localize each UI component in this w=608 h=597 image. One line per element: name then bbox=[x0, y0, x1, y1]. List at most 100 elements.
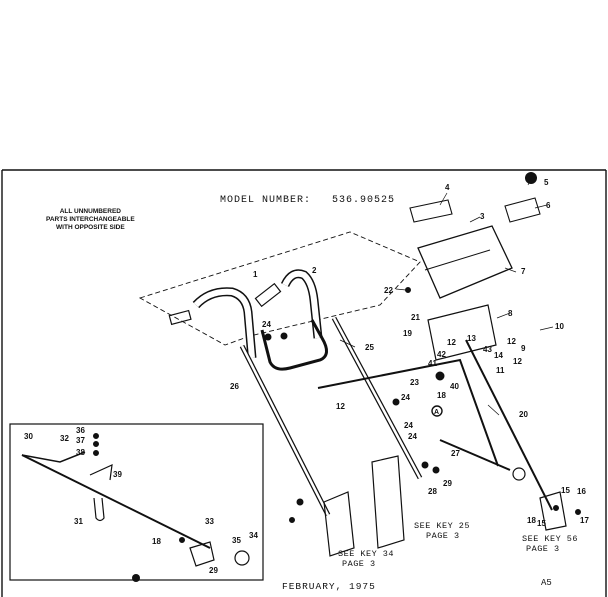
inset-nut-37 bbox=[93, 441, 99, 447]
see-key-34-text: SEE KEY 34 bbox=[338, 549, 395, 559]
footer-page-id: A5 bbox=[541, 578, 552, 588]
callout-18a: 18 bbox=[527, 516, 536, 525]
callout-12a: 12 bbox=[447, 338, 456, 347]
callout-41: 41 bbox=[428, 359, 437, 368]
linkage-rod-lower bbox=[439, 439, 511, 471]
callout-16: 16 bbox=[577, 487, 586, 496]
linkage-rod bbox=[317, 358, 499, 467]
inset-callout-31: 31 bbox=[74, 517, 83, 526]
model-number-line: MODEL NUMBER: 536.90525 bbox=[220, 196, 395, 206]
callout-15b: 15 bbox=[537, 519, 546, 528]
note-line-1: ALL UNNUMBERED bbox=[59, 208, 121, 215]
bolt-24a bbox=[264, 333, 272, 341]
callout-22: 22 bbox=[384, 286, 393, 295]
callout-12d: 12 bbox=[507, 337, 516, 346]
callout-11: 11 bbox=[496, 366, 505, 375]
lower-handle-rod-inner bbox=[240, 345, 330, 516]
nut-29 bbox=[432, 466, 440, 474]
bolt-12 bbox=[392, 398, 400, 406]
callout-9: 9 bbox=[521, 344, 526, 353]
note-line-3: WITH OPPOSITE SIDE bbox=[56, 224, 125, 231]
callout-18b: 18 bbox=[437, 391, 446, 400]
right-handle-tube-inner bbox=[282, 270, 321, 339]
callout-43: 43 bbox=[483, 345, 492, 354]
callout-26: 26 bbox=[230, 382, 239, 391]
inset-nut-38 bbox=[93, 450, 99, 456]
note-line-2: PARTS INTERCHANGEABLE bbox=[46, 216, 135, 223]
inset-bracket-33 bbox=[189, 541, 215, 567]
callout-5: 5 bbox=[544, 178, 549, 187]
rod-end-knob bbox=[512, 467, 526, 481]
inset-callout-33: 33 bbox=[205, 517, 214, 526]
see-key-25-page: PAGE 3 bbox=[426, 531, 460, 541]
bolt-left-2 bbox=[289, 517, 295, 523]
callout-24d: 24 bbox=[404, 421, 413, 430]
inset-nut-36 bbox=[93, 433, 99, 439]
inset-callout-36: 36 bbox=[76, 426, 85, 435]
see-key-25-ref: SEE KEY 25 PAGE 3 bbox=[414, 521, 470, 541]
inset-callout-39: 39 bbox=[113, 470, 122, 479]
callout-10: 10 bbox=[555, 322, 564, 331]
inset-callout-29: 29 bbox=[209, 566, 218, 575]
callout-13: 13 bbox=[467, 334, 476, 343]
pin-40 bbox=[435, 371, 445, 381]
bracket-21 bbox=[427, 304, 497, 361]
see-key-56-ref: SEE KEY 56 PAGE 3 bbox=[522, 534, 578, 554]
inset-callout-34: 34 bbox=[249, 531, 258, 540]
nut-17 bbox=[575, 509, 581, 515]
callout-20: 20 bbox=[519, 410, 528, 419]
grip-2 bbox=[168, 309, 192, 326]
bolt-left bbox=[296, 498, 304, 506]
handle-rod-25-inner bbox=[332, 317, 422, 479]
footer-date: FEBRUARY, 1975 bbox=[282, 581, 376, 592]
callout-27: 27 bbox=[451, 449, 460, 458]
bolt-22 bbox=[405, 287, 411, 293]
callout-12b: 12 bbox=[336, 402, 345, 411]
bolt-24b bbox=[421, 461, 429, 469]
callout-6: 6 bbox=[546, 201, 551, 210]
end-bracket bbox=[539, 491, 567, 531]
inset-callout-30: 30 bbox=[24, 432, 33, 441]
callout-21: 21 bbox=[411, 313, 420, 322]
marker-A-letter: A bbox=[434, 409, 439, 416]
callout-1: 1 bbox=[253, 270, 258, 279]
callout-15a: 15 bbox=[561, 486, 570, 495]
nut-18a bbox=[280, 332, 288, 340]
callout-24c: 24 bbox=[408, 432, 417, 441]
inset-callout-35: 35 bbox=[232, 536, 241, 545]
see-key-34-ref: SEE KEY 34 PAGE 3 bbox=[338, 549, 394, 569]
callout-14: 14 bbox=[494, 351, 503, 360]
see-key-34-page: PAGE 3 bbox=[342, 559, 376, 569]
callout-19: 19 bbox=[403, 329, 412, 338]
part-6 bbox=[504, 197, 541, 223]
interchangeable-note: ALL UNNUMBERED PARTS INTERCHANGEABLE WIT… bbox=[46, 208, 135, 232]
inset-bracket-39 bbox=[89, 464, 113, 481]
nut-15 bbox=[553, 505, 559, 511]
see-key-56-text: SEE KEY 56 bbox=[522, 534, 579, 544]
reference-plane-outline bbox=[138, 231, 421, 346]
inset-box bbox=[9, 423, 264, 581]
callout-24a: 24 bbox=[262, 320, 271, 329]
callout-28: 28 bbox=[428, 487, 437, 496]
callout-42: 42 bbox=[437, 350, 446, 359]
inset-knob-34 bbox=[234, 550, 250, 566]
inset-callout-37: 37 bbox=[76, 436, 85, 445]
control-panel-slot bbox=[424, 249, 491, 271]
inset-bolt-18 bbox=[179, 537, 185, 543]
marker-circle bbox=[132, 574, 140, 582]
callout-24b: 24 bbox=[401, 393, 410, 402]
model-label: MODEL NUMBER: bbox=[220, 195, 312, 206]
inset-clip-31 bbox=[93, 497, 105, 522]
cover-piece-34 bbox=[323, 491, 355, 557]
callout-4: 4 bbox=[445, 183, 450, 192]
callout-29: 29 bbox=[443, 479, 452, 488]
see-key-25-text: SEE KEY 25 bbox=[414, 521, 471, 531]
callout-17: 17 bbox=[580, 516, 589, 525]
callout-12c: 12 bbox=[513, 357, 522, 366]
left-handle-tube-inner bbox=[193, 288, 255, 359]
callout-8: 8 bbox=[508, 309, 513, 318]
marker-A bbox=[431, 405, 443, 417]
handle-crossbar bbox=[260, 319, 328, 371]
